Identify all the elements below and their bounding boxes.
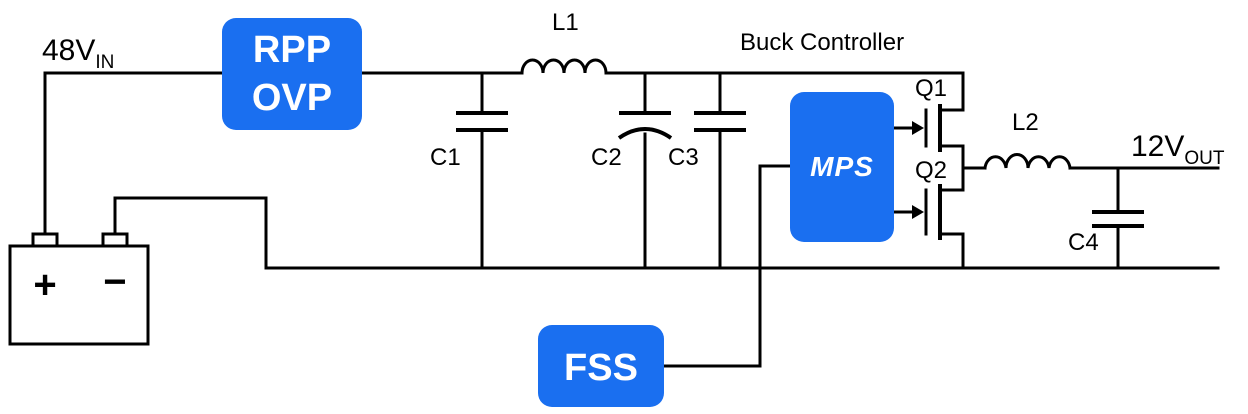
q1-label: Q1 (915, 75, 947, 102)
buck-controller-title: Buck Controller (740, 29, 904, 56)
mosfet-q1 (890, 104, 942, 152)
capacitor-c1 (456, 111, 508, 132)
rpp-ovp-block: RPP OVP (222, 18, 362, 130)
fss-block: FSS (538, 325, 664, 407)
mps-controller-block: MPS (790, 92, 894, 242)
input-voltage-label: 48VIN (42, 34, 114, 73)
battery-positive-terminal (31, 232, 59, 248)
capacitor-c3 (694, 111, 746, 132)
q2-label: Q2 (915, 157, 947, 184)
mps-logo: MPS (810, 151, 874, 182)
output-voltage-label: 12VOUT (1131, 130, 1225, 169)
q2-source-lead (938, 232, 965, 270)
rpp-label: RPP (253, 29, 331, 71)
battery-minus-sign: − (103, 260, 126, 304)
input-wire (43, 71, 224, 238)
capacitor-c4 (1092, 210, 1144, 228)
battery-body (8, 244, 150, 346)
c4-label: C4 (1068, 229, 1099, 256)
ovp-label: OVP (252, 77, 332, 119)
mosfet-q2 (890, 184, 942, 240)
fss-signal-wire (662, 164, 802, 368)
fss-label: FSS (564, 347, 638, 389)
l1-label: L1 (552, 9, 579, 36)
battery-negative-terminal (101, 232, 129, 248)
l2-label: L2 (1012, 109, 1039, 136)
c1-label: C1 (430, 144, 461, 171)
inductor-l1 (520, 58, 608, 75)
c2-label: C2 (591, 144, 622, 171)
inductor-l2 (983, 153, 1072, 170)
negative-wire (113, 196, 268, 270)
capacitor-c2-polarized (617, 111, 673, 140)
c3-label: C3 (668, 144, 699, 171)
battery: + − (8, 232, 150, 346)
wires (43, 71, 1220, 368)
battery-plus-sign: + (33, 263, 56, 307)
wire-l1-to-q1 (605, 71, 965, 112)
